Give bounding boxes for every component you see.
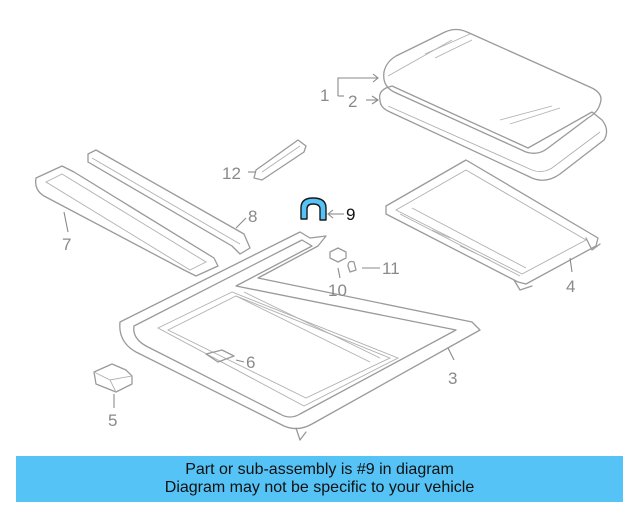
callout-12: 12 xyxy=(222,164,241,183)
part-6-pad[interactable] xyxy=(205,349,235,363)
callout-2: 2 xyxy=(348,92,357,111)
callout-5: 5 xyxy=(108,411,117,430)
leader-lines xyxy=(63,73,573,408)
callout-11: 11 xyxy=(382,259,400,278)
part-10-clip[interactable] xyxy=(329,247,347,263)
part-11-fastener[interactable] xyxy=(347,260,357,273)
info-banner: Part or sub-assembly is #9 in diagram Di… xyxy=(16,456,623,502)
callout-3: 3 xyxy=(448,369,457,388)
callout-1: 1 xyxy=(320,86,329,105)
callout-4: 4 xyxy=(566,277,575,296)
banner-line-1: Part or sub-assembly is #9 in diagram xyxy=(185,461,454,478)
callout-9: 9 xyxy=(346,205,355,224)
part-7-frame[interactable] xyxy=(35,165,219,277)
callout-8: 8 xyxy=(248,207,257,226)
callout-10: 10 xyxy=(328,281,347,300)
part-3-main-frame[interactable] xyxy=(119,231,481,441)
part-1-glass-panel[interactable] xyxy=(383,28,602,154)
part-2-seal[interactable] xyxy=(378,85,608,181)
callout-6: 6 xyxy=(246,353,255,372)
callout-7: 7 xyxy=(62,235,71,254)
part-4-panel[interactable] xyxy=(385,159,601,291)
part-9-highlighted[interactable] xyxy=(300,197,327,221)
part-5-bracket[interactable] xyxy=(93,363,133,393)
part-8-rail[interactable] xyxy=(87,149,251,255)
banner-line-2: Diagram may not be specific to your vehi… xyxy=(164,479,475,496)
part-12-bracket[interactable] xyxy=(253,139,307,181)
